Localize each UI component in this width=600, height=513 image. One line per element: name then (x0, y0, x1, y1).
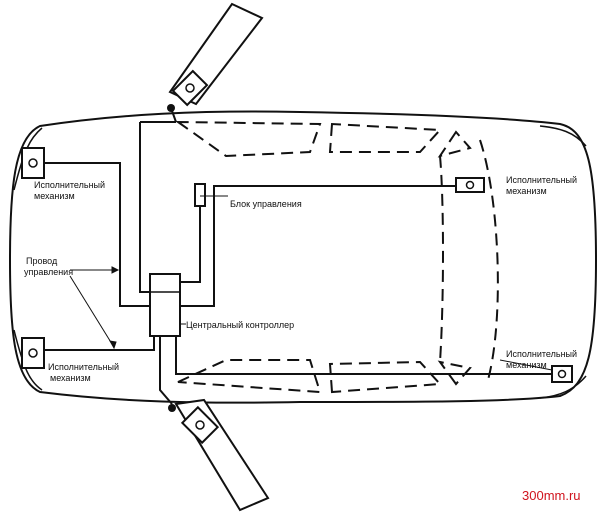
actuator-rear-left (21, 147, 45, 179)
label-actuator-front-lower: Исполнительный механизм (506, 349, 580, 370)
central-controller (149, 273, 181, 337)
door-bottom-open (168, 398, 270, 512)
car-body-outline (8, 110, 598, 404)
control-block (194, 183, 206, 207)
label-actuator-rear-left: Исполнительный механизм (34, 180, 108, 201)
actuator-front-lower (551, 365, 573, 383)
label-actuator-rear-right: Исполнительный механизм (48, 362, 122, 383)
door-top-open (167, 2, 264, 123)
label-control-block: Блок управления (230, 199, 302, 209)
watermark: 300mm.ru (522, 488, 581, 503)
actuator-front-right (455, 177, 485, 193)
actuator-rear-left-lower (21, 337, 45, 369)
leader-lines (69, 195, 553, 371)
wiring (44, 121, 552, 405)
bumper-rear-bottom (13, 329, 43, 391)
bumper-front-top (539, 125, 587, 147)
label-central-controller: Центральный контроллер (186, 320, 294, 330)
label-actuator-front-right: Исполнительный механизм (506, 175, 580, 196)
bumper-front-bottom (539, 375, 587, 399)
interior-dashed-outline (174, 120, 499, 394)
label-control-wire: Провод управления (24, 256, 73, 277)
